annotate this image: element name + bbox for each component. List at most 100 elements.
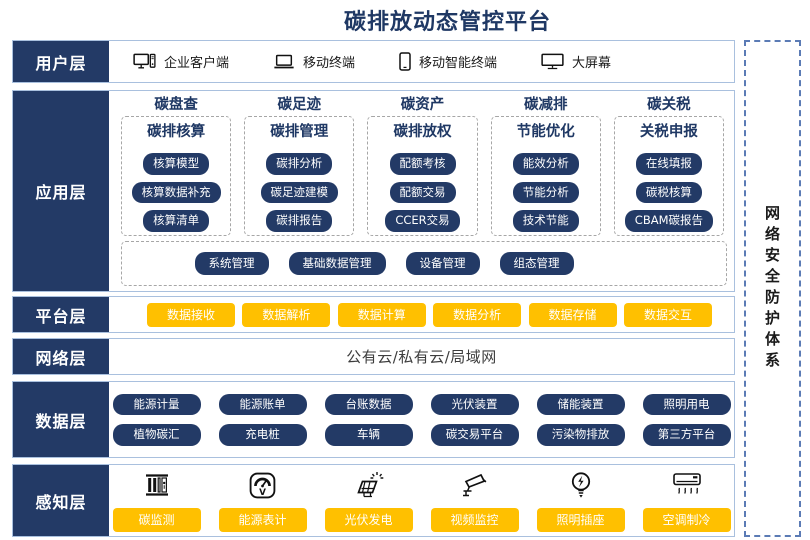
user-item-mobile-terminal: 移动终端 [273, 52, 355, 71]
app-column-carbon-reduction: 碳减排 节能优化 能效分析 节能分析 技术节能 [490, 95, 601, 236]
platform-buttons: 数据接收 数据解析 数据计算 数据分析 数据存储 数据交互 [109, 302, 734, 327]
sense-button: 光伏发电 [324, 508, 413, 532]
column-subheader: 碳排核算 [147, 124, 206, 140]
sense-item-solar-power: 光伏发电 [324, 469, 413, 532]
app-module-button: 配额考核 [389, 153, 456, 175]
column-header: 碳资产 [400, 97, 445, 113]
app-module-button: 在线填报 [635, 153, 702, 175]
sense-item-air-conditioning: 空调制冷 [642, 469, 731, 532]
app-column-carbon-footprint: 碳足迹 碳排管理 碳排分析 碳足迹建模 碳排报告 [244, 95, 355, 236]
data-source-button: 污染物排放 [536, 424, 625, 446]
app-module-button: CBAM碳报告 [624, 210, 714, 232]
column-box: 碳排放权 配额考核 配额交易 CCER交易 [367, 116, 478, 236]
perception-layer-row: 感知层 碳监测 [12, 464, 735, 537]
page-title: 碳排放动态管控平台 [343, 10, 551, 35]
app-module-button: 节能分析 [512, 181, 579, 203]
column-box: 关税申报 在线填报 碳税核算 CBAM碳报告 [613, 116, 725, 236]
perception-grid: 碳监测 V 能源表计 [109, 469, 734, 532]
platform-button: 数据分析 [433, 302, 522, 327]
column-header: 碳盘查 [154, 97, 198, 113]
application-layer-label: 应用层 [13, 91, 109, 291]
monitor-icon [541, 53, 564, 70]
platform-button: 数据解析 [242, 302, 331, 327]
app-module-button: 技术节能 [512, 210, 579, 232]
platform-button: 数据存储 [528, 302, 617, 327]
management-button: 系统管理 [194, 251, 269, 276]
user-item-big-screen: 大屏幕 [541, 52, 611, 71]
app-module-button: 核算清单 [143, 210, 210, 232]
column-header: 碳关税 [647, 97, 691, 113]
user-item-smart-mobile-terminal: 移动智能终端 [399, 52, 497, 71]
user-item-label: 移动智能终端 [419, 56, 498, 71]
app-module-button: 核算数据补充 [131, 181, 221, 203]
data-source-button: 光伏装置 [430, 393, 519, 415]
user-layer-label: 用户层 [13, 41, 109, 82]
sense-button: 碳监测 [112, 508, 201, 532]
smartphone-icon [399, 52, 411, 71]
app-module-button: 碳排报告 [266, 210, 333, 232]
user-layer-row: 用户层 企业客户端 [12, 40, 735, 83]
security-system-label: 网络安全防护体系 [763, 204, 781, 373]
management-button: 设备管理 [405, 251, 480, 276]
sense-item-video-surveillance: 视频监控 [430, 469, 519, 532]
air-conditioner-icon [672, 469, 702, 501]
sense-item-energy-meter: V 能源表计 [218, 469, 307, 532]
network-layer-text: 公有云/私有云/局域网 [346, 348, 497, 366]
data-source-button: 第三方平台 [642, 424, 731, 446]
sense-button: 照明插座 [536, 508, 625, 532]
security-system-box: 网络安全防护体系 [744, 40, 801, 537]
data-source-button: 照明用电 [642, 393, 731, 415]
user-item-label: 企业客户端 [164, 56, 230, 71]
sense-item-carbon-monitoring: 碳监测 [112, 469, 201, 532]
user-layer-items: 企业客户端 移动终端 [109, 52, 611, 71]
platform-button: 数据计算 [337, 302, 426, 327]
sense-item-lighting-socket: 照明插座 [536, 469, 625, 532]
management-modules-box: 系统管理 基础数据管理 设备管理 组态管理 [121, 241, 727, 286]
app-column-carbon-inventory: 碳盘查 碳排核算 核算模型 核算数据补充 核算清单 [121, 95, 232, 236]
column-subheader: 节能优化 [516, 124, 575, 140]
data-source-button: 植物碳汇 [112, 424, 201, 446]
column-box: 节能优化 能效分析 节能分析 技术节能 [490, 116, 601, 236]
data-layer-row: 数据层 能源计量 能源账单 台账数据 光伏装置 储能装置 照明用电 植物碳汇 充… [12, 381, 735, 458]
column-box: 碳排管理 碳排分析 碳足迹建模 碳排报告 [244, 116, 355, 236]
desktop-computer-icon [133, 53, 156, 70]
data-source-button: 能源计量 [112, 393, 201, 415]
network-layer-label: 网络层 [13, 339, 109, 374]
svg-text:V: V [259, 487, 266, 497]
column-subheader: 碳排管理 [270, 124, 329, 140]
app-module-button: 碳足迹建模 [260, 181, 339, 203]
app-module-button: 能效分析 [512, 153, 579, 175]
user-item-label: 大屏幕 [572, 56, 612, 71]
platform-button: 数据交互 [623, 302, 712, 327]
column-subheader: 关税申报 [639, 124, 698, 140]
cctv-camera-icon [460, 469, 490, 501]
app-module-button: 配额交易 [389, 181, 456, 203]
energy-meter-icon: V [248, 469, 277, 501]
data-source-button: 碳交易平台 [430, 424, 519, 446]
platform-button: 数据接收 [147, 302, 235, 327]
data-layer-label: 数据层 [13, 382, 109, 457]
app-column-carbon-asset: 碳资产 碳排放权 配额考核 配额交易 CCER交易 [367, 95, 478, 236]
data-source-button: 车辆 [324, 424, 413, 446]
management-button: 组态管理 [499, 251, 574, 276]
app-column-carbon-tariff: 碳关税 关税申报 在线填报 碳税核算 CBAM碳报告 [613, 95, 725, 236]
sense-button: 空调制冷 [642, 508, 731, 532]
app-module-button: 核算模型 [143, 153, 210, 175]
column-header: 碳减排 [523, 97, 568, 113]
data-source-grid: 能源计量 能源账单 台账数据 光伏装置 储能装置 照明用电 植物碳汇 充电桩 车… [109, 393, 734, 446]
user-item-label: 移动终端 [303, 56, 356, 71]
carbon-monitor-icon [143, 469, 171, 501]
platform-layer-row: 平台层 数据接收 数据解析 数据计算 数据分析 数据存储 数据交互 [12, 296, 735, 333]
management-button: 基础数据管理 [288, 251, 386, 276]
app-module-button: CCER交易 [385, 210, 460, 232]
data-source-button: 台账数据 [324, 393, 413, 415]
column-box: 碳排核算 核算模型 核算数据补充 核算清单 [121, 116, 232, 236]
column-header: 碳足迹 [277, 97, 322, 113]
data-source-button: 能源账单 [218, 393, 307, 415]
user-item-enterprise-client: 企业客户端 [133, 52, 229, 71]
app-module-button: 碳排分析 [266, 153, 333, 175]
data-source-button: 储能装置 [536, 393, 625, 415]
perception-layer-label: 感知层 [13, 465, 109, 536]
sense-button: 能源表计 [218, 508, 307, 532]
solar-panel-icon [354, 469, 384, 501]
